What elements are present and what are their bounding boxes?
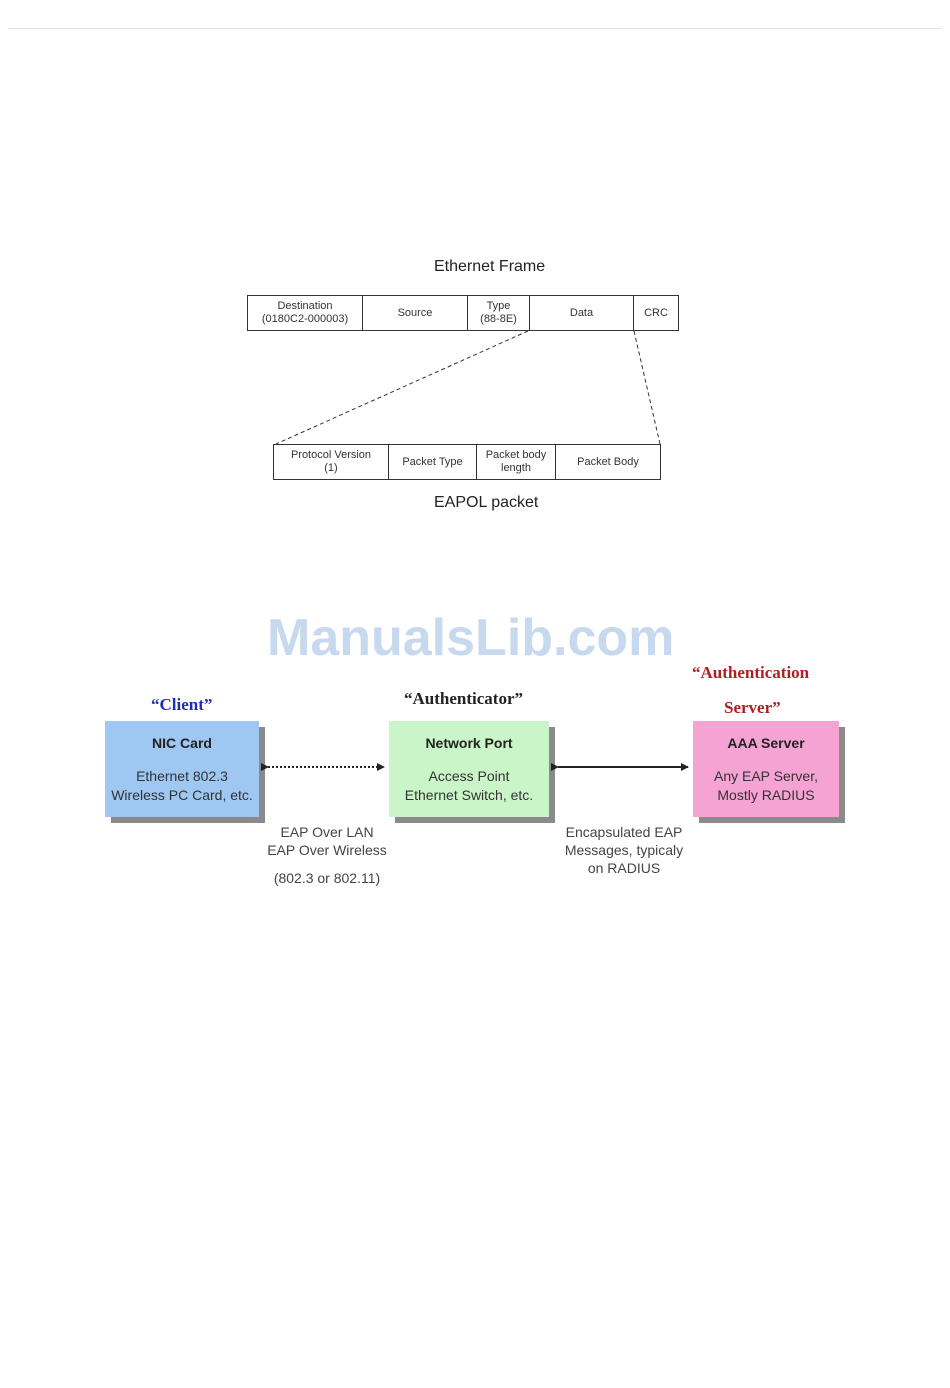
client-node-title: NIC Card	[152, 735, 212, 751]
authenticator-node-title: Network Port	[425, 735, 513, 751]
field-value: (1)	[324, 462, 338, 474]
right-link-line2: Messages, typicaly	[564, 842, 684, 858]
field-label: Source	[397, 306, 433, 319]
eapol-field-packet-body: Packet Body	[556, 445, 660, 479]
field-label: Packet body	[485, 449, 547, 461]
frame-field-source: Source	[363, 296, 468, 330]
field-label: Destination	[277, 300, 333, 312]
field-label: Packet Body	[577, 455, 639, 468]
eapol-packet-row: Protocol Version(1) Packet Type Packet b…	[273, 444, 661, 480]
eapol-field-packet-type: Packet Type	[389, 445, 477, 479]
field-label: Packet Type	[402, 455, 463, 468]
right-link-line3: on RADIUS	[587, 860, 661, 876]
authenticator-node-line2: Ethernet Switch, etc.	[404, 787, 534, 803]
field-value: length	[501, 462, 531, 474]
expansion-line-right	[633, 330, 661, 445]
server-node-line2: Mostly RADIUS	[717, 787, 815, 803]
client-node: NIC Card Ethernet 802.3 Wireless PC Card…	[105, 721, 259, 817]
eapol-field-protocol-version: Protocol Version(1)	[274, 445, 389, 479]
server-node-title: AAA Server	[727, 735, 805, 751]
right-link-line1: Encapsulated EAP	[565, 824, 683, 840]
client-node-line1: Ethernet 802.3	[136, 768, 228, 784]
frame-field-crc: CRC	[634, 296, 678, 330]
server-role-label-line2: Server”	[724, 698, 781, 717]
authenticator-role-label: “Authenticator”	[404, 689, 523, 708]
authenticator-node-line1: Access Point	[428, 768, 510, 784]
frame-field-destination: Destination(0180C2-000003)	[248, 296, 363, 330]
ethernet-frame-title: Ethernet Frame	[434, 258, 546, 275]
client-role-label: “Client”	[151, 695, 213, 714]
left-link-line1: EAP Over LAN	[280, 824, 374, 840]
left-link-line2: EAP Over Wireless	[267, 842, 387, 858]
field-label: Protocol Version	[290, 449, 372, 461]
right-link-label: Encapsulated EAP Messages, typicaly on R…	[550, 823, 698, 877]
server-node: AAA Server Any EAP Server, Mostly RADIUS	[693, 721, 839, 817]
field-value: (88-8E)	[480, 313, 517, 325]
field-label: Data	[569, 306, 594, 319]
server-role-label-line1: “Authentication	[692, 663, 810, 682]
watermark: ManualsLib.com	[267, 609, 675, 667]
authenticator-node: Network Port Access Point Ethernet Switc…	[389, 721, 549, 817]
field-label: CRC	[644, 306, 668, 319]
server-node-line1: Any EAP Server,	[713, 768, 818, 784]
field-value: (0180C2-000003)	[261, 313, 349, 325]
frame-field-data: Data	[530, 296, 634, 330]
left-link-label: EAP Over LAN EAP Over Wireless (802.3 or…	[255, 823, 399, 887]
field-label: Type	[486, 300, 511, 312]
client-node-line2: Wireless PC Card, etc.	[111, 787, 253, 803]
eapol-packet-title: EAPOL packet	[434, 494, 539, 511]
ethernet-frame-row: Destination(0180C2-000003) Source Type(8…	[247, 295, 679, 331]
top-divider	[8, 28, 942, 29]
left-link-line3: (802.3 or 802.11)	[273, 870, 381, 886]
frame-field-type: Type(88-8E)	[468, 296, 530, 330]
